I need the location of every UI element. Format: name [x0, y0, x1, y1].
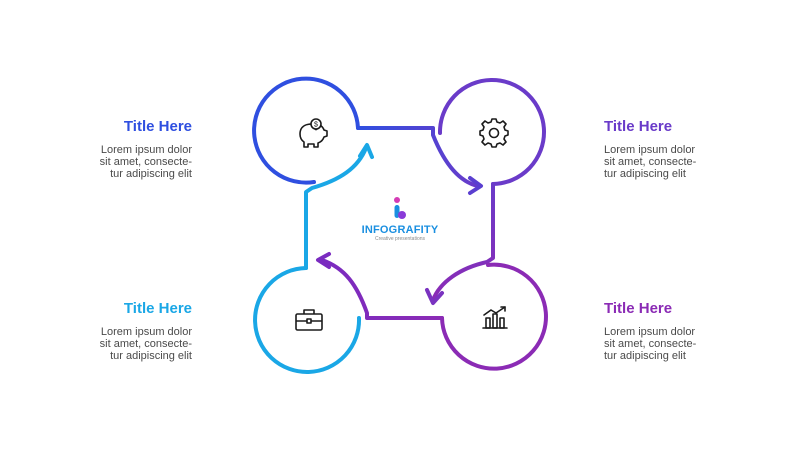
- step-text-bottom-left: Title Here Lorem ipsum dolor sit amet, c…: [12, 300, 192, 362]
- step-description: Lorem ipsum dolor sit amet, consecte- tu…: [604, 144, 697, 180]
- arrowhead-top-right: [468, 176, 483, 195]
- piggy-bank-icon: $: [299, 118, 328, 148]
- step-circle-top-left: [252, 76, 360, 185]
- step-circle-bottom-left: [253, 266, 362, 374]
- step-title: Title Here: [123, 118, 192, 135]
- brand-name: INFOGRAFITY: [361, 224, 439, 236]
- step-title: Title Here: [604, 300, 673, 317]
- step-description: Lorem ipsum dolor sit amet, consecte- tu…: [99, 144, 192, 180]
- brand-mark-icon: [394, 197, 406, 219]
- step-text-bottom-right: Title Here Lorem ipsum dolor sit amet, c…: [604, 300, 784, 362]
- briefcase-icon: [295, 309, 323, 331]
- arrowhead-bottom-left: [316, 252, 331, 269]
- bar-chart-icon: [482, 306, 508, 329]
- gear-icon: [479, 118, 509, 148]
- step-title: Title Here: [123, 300, 192, 317]
- connector-right: [431, 182, 495, 302]
- step-text-top-right: Title Here Lorem ipsum dolor sit amet, c…: [604, 118, 784, 180]
- step-description: Lorem ipsum dolor sit amet, consecte- tu…: [604, 326, 697, 362]
- step-description: Lorem ipsum dolor sit amet, consecte- tu…: [99, 326, 192, 362]
- connector-top: [356, 126, 480, 188]
- step-title: Title Here: [604, 118, 673, 135]
- brand-logo: INFOGRAFITY Creative presentations: [350, 196, 450, 243]
- svg-text:$: $: [314, 122, 318, 129]
- step-circle-bottom-right: [440, 262, 548, 371]
- brand-tagline: Creative presentations: [374, 236, 426, 242]
- connector-bottom: [320, 258, 444, 320]
- step-circle-top-right: [437, 78, 546, 186]
- arrowhead-left-up: [358, 143, 374, 159]
- step-text-top-left: Title Here Lorem ipsum dolor sit amet, c…: [12, 118, 192, 180]
- arrowhead-right-down: [425, 288, 444, 305]
